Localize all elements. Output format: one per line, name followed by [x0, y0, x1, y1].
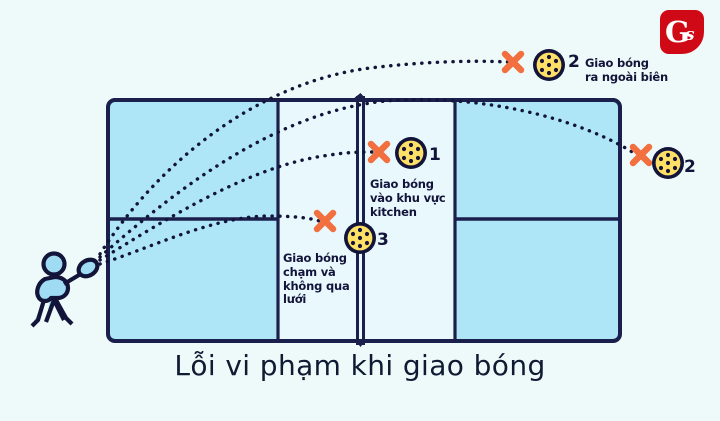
fault-number-sideline: 2 — [684, 157, 696, 177]
pickleball-kitchen-fault — [395, 137, 427, 169]
fault-label-net: Giao bóng chạm và không qua lưới — [283, 251, 350, 307]
x-marker-net-fault — [313, 209, 337, 233]
fault-number-baseline: 2 — [568, 52, 580, 72]
arc-hits-net — [98, 214, 324, 266]
gs-logo: G s — [660, 10, 704, 54]
arc-out-of-bounds-sideline — [98, 97, 639, 259]
x-marker-sideline-fault — [629, 143, 653, 167]
logo-letter-g: G — [665, 15, 690, 49]
x-marker-baseline-fault — [501, 50, 525, 74]
court-group — [106, 93, 622, 347]
fault-label-baseline: Giao bóng ra ngoài biên — [585, 56, 669, 84]
fault-number-net: 3 — [377, 230, 389, 250]
kitchen-zone-right — [361, 100, 455, 341]
net — [353, 93, 366, 347]
arc-out-of-bounds-baseline — [98, 59, 510, 256]
pickleball-baseline-fault — [533, 49, 565, 81]
diagram-caption: Lỗi vi phạm khi giao bóng — [174, 349, 546, 382]
logo-letter-s: s — [685, 25, 695, 45]
fault-label-kitchen: Giao bóng vào khu vực kitchen — [370, 177, 446, 219]
arc-into-kitchen — [98, 150, 376, 262]
fault-number-kitchen: 1 — [429, 145, 441, 165]
x-marker-group — [313, 50, 653, 233]
x-marker-kitchen-fault — [367, 140, 391, 164]
pickleball-net-fault — [344, 222, 376, 254]
trajectory-group — [98, 59, 639, 266]
pickleball-sideline-fault — [652, 147, 684, 179]
ball-group — [344, 49, 684, 254]
server-player — [30, 251, 100, 328]
